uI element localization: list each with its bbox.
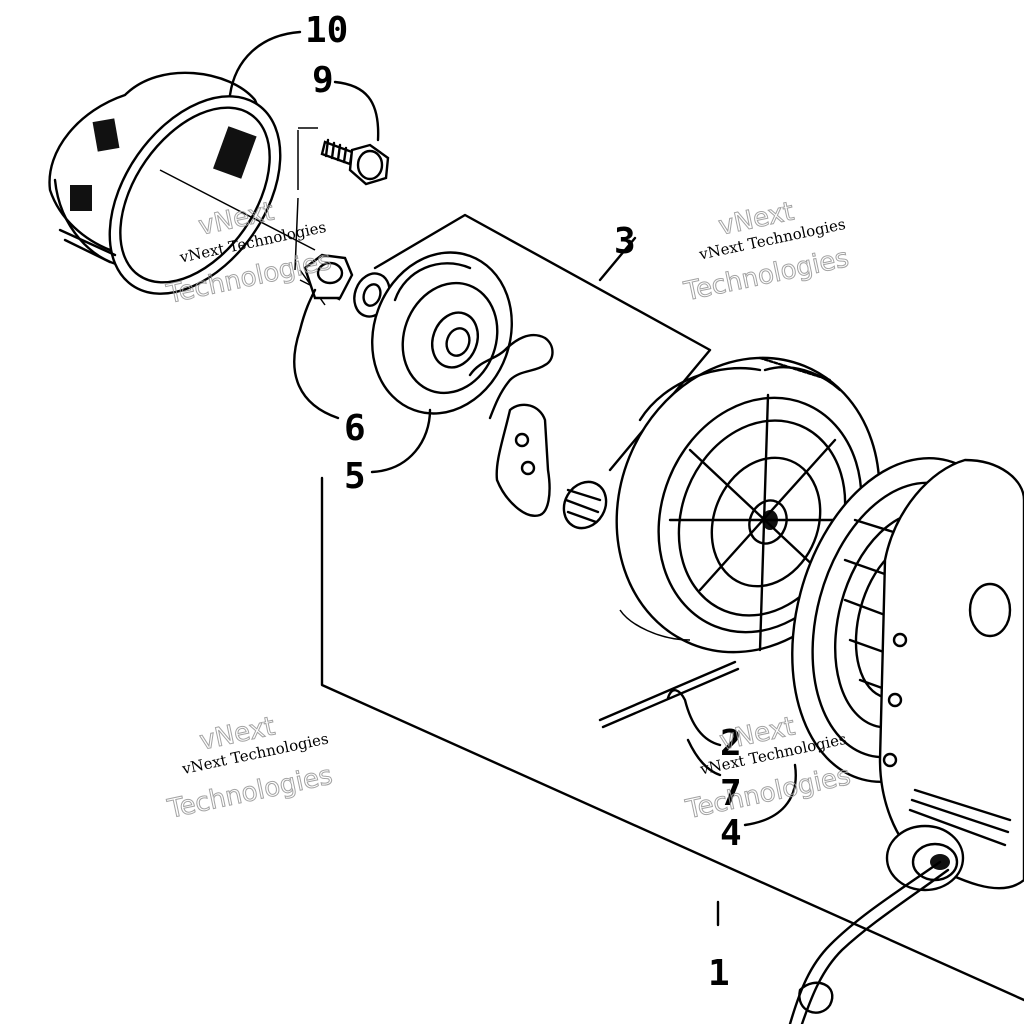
callout-5: 5 (344, 456, 366, 497)
rope-guide (885, 824, 965, 892)
pawl-spring (562, 480, 608, 530)
watermark-bottom-right: vNext Technologies vNext Technologies (682, 711, 854, 826)
callout-3: 3 (614, 221, 636, 262)
starter-pulley-cup (48, 71, 316, 295)
group-bracket-1 (320, 476, 1024, 1002)
callout-7: 7 (720, 773, 742, 814)
callout-4: 4 (720, 813, 742, 854)
callout-2: 2 (720, 723, 742, 764)
watermark-top-right: vNext Technologies vNext Technologies (680, 196, 852, 308)
watermark-bottom-left: vNext Technologies vNext Technologies (164, 711, 336, 825)
friction-plate (371, 251, 513, 415)
rope-end (598, 660, 740, 729)
hex-nut (303, 253, 354, 300)
callout-10: 10 (305, 10, 348, 51)
recoil-housing (791, 456, 1024, 890)
ratchet-spring-clip (468, 333, 554, 420)
callout-6: 6 (344, 408, 366, 449)
callout-1: 1 (708, 953, 730, 994)
hex-bolt (320, 138, 390, 186)
starter-pawl (495, 403, 551, 517)
callout-9: 9 (312, 60, 334, 101)
starter-rope (788, 860, 950, 1024)
